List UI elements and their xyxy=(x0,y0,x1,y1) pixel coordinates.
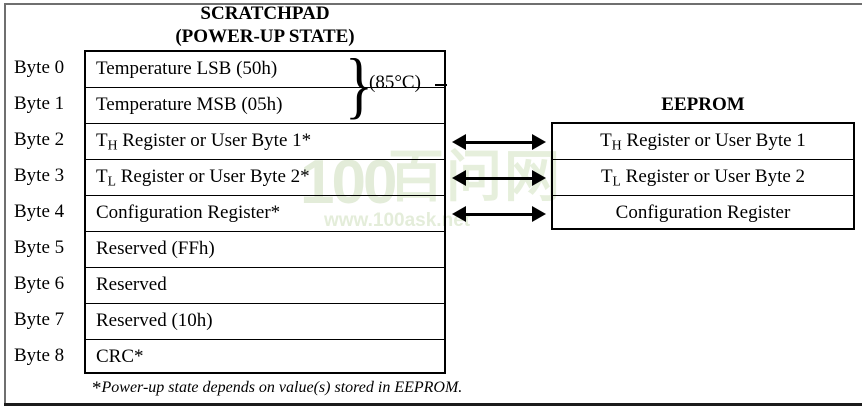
eeprom-row-config: Configuration Register xyxy=(553,196,853,232)
arrow-shaft xyxy=(462,141,536,144)
eeprom-row-config-text: Configuration Register xyxy=(615,202,791,223)
arrow-left-head-icon xyxy=(452,170,466,186)
eeprom-row-th-prefix: T xyxy=(600,130,612,151)
eeprom-row-tl-prefix: T xyxy=(600,166,613,187)
scratchpad-row-byte1: Temperature MSB (05h) xyxy=(86,88,444,124)
byte-label-2: Byte 2 xyxy=(14,129,65,150)
footnote-marker: * xyxy=(92,378,102,399)
scratchpad-row-byte0-text: Temperature LSB (50h) xyxy=(96,58,278,79)
scratchpad-row-byte6: Reserved xyxy=(86,268,444,304)
scratchpad-title-line2: (POWER-UP STATE) xyxy=(175,26,355,47)
sync-arrow-tl xyxy=(452,170,546,186)
scratchpad-row-byte2-prefix: T xyxy=(96,130,108,151)
scratchpad-title: SCRATCHPAD (POWER-UP STATE) xyxy=(84,2,446,48)
sync-arrow-th xyxy=(452,134,546,150)
eeprom-row-tl-subscript: L xyxy=(612,173,621,189)
scratchpad-row-byte4: Configuration Register* xyxy=(86,196,444,232)
byte-label-7: Byte 7 xyxy=(14,309,65,330)
byte-label-3: Byte 3 xyxy=(14,165,65,186)
byte-label-4: Byte 4 xyxy=(14,201,65,222)
scratchpad-row-byte4-text: Configuration Register* xyxy=(96,202,281,223)
arrow-right-head-icon xyxy=(532,134,546,150)
byte-label-0: Byte 0 xyxy=(14,57,65,78)
scratchpad-row-byte5-text: Reserved (FFh) xyxy=(96,238,215,259)
byte-label-8: Byte 8 xyxy=(14,345,65,366)
page-border-left xyxy=(4,3,6,406)
scratchpad-row-byte2-subscript: H xyxy=(107,137,118,153)
scratchpad-title-line1: SCRATCHPAD xyxy=(200,3,330,24)
page-border-bottom xyxy=(4,403,862,406)
temperature-annotation: (85°C) xyxy=(369,72,421,93)
scratchpad-table: Temperature LSB (50h) Temperature MSB (0… xyxy=(84,50,446,374)
scratchpad-row-byte7-text: Reserved (10h) xyxy=(96,310,213,331)
temperature-brace: } xyxy=(345,42,373,127)
footnote: *Power-up state depends on value(s) stor… xyxy=(92,378,462,400)
arrow-shaft xyxy=(462,177,536,180)
eeprom-row-th-subscript: H xyxy=(611,137,622,153)
scratchpad-row-byte2: TH Register or User Byte 1* xyxy=(86,124,444,160)
scratchpad-row-byte3: TL Register or User Byte 2* xyxy=(86,160,444,196)
eeprom-row-th-text: Register or User Byte 1 xyxy=(621,130,806,151)
scratchpad-row-byte2-text: Register or User Byte 1* xyxy=(117,130,312,151)
temperature-leader-line xyxy=(435,84,447,86)
byte-label-1: Byte 1 xyxy=(14,93,65,114)
byte-label-6: Byte 6 xyxy=(14,273,65,294)
arrow-right-head-icon xyxy=(532,206,546,222)
scratchpad-row-byte3-text: Register or User Byte 2* xyxy=(115,166,310,187)
scratchpad-row-byte6-text: Reserved xyxy=(96,274,167,295)
eeprom-title: EEPROM xyxy=(661,94,745,115)
arrow-left-head-icon xyxy=(452,206,466,222)
eeprom-table: TH Register or User Byte 1 TL Register o… xyxy=(551,122,855,230)
scratchpad-row-byte3-subscript: L xyxy=(107,173,116,189)
byte-label-5: Byte 5 xyxy=(14,237,65,258)
scratchpad-row-byte1-text: Temperature MSB (05h) xyxy=(96,94,283,115)
arrow-left-head-icon xyxy=(452,134,466,150)
eeprom-row-tl: TL Register or User Byte 2 xyxy=(553,160,853,196)
scratchpad-row-byte5: Reserved (FFh) xyxy=(86,232,444,268)
page-border-top xyxy=(4,3,862,5)
scratchpad-row-byte7: Reserved (10h) xyxy=(86,304,444,340)
sync-arrow-config xyxy=(452,206,546,222)
arrow-right-head-icon xyxy=(532,170,546,186)
scratchpad-row-byte8: CRC* xyxy=(86,340,444,376)
scratchpad-row-byte0: Temperature LSB (50h) xyxy=(86,52,444,88)
eeprom-row-th: TH Register or User Byte 1 xyxy=(553,124,853,160)
footnote-text: Power-up state depends on value(s) store… xyxy=(101,379,463,396)
scratchpad-row-byte3-prefix: T xyxy=(96,166,108,187)
eeprom-row-tl-text: Register or User Byte 2 xyxy=(620,166,806,187)
arrow-shaft xyxy=(462,213,536,216)
scratchpad-row-byte8-text: CRC* xyxy=(96,346,144,367)
